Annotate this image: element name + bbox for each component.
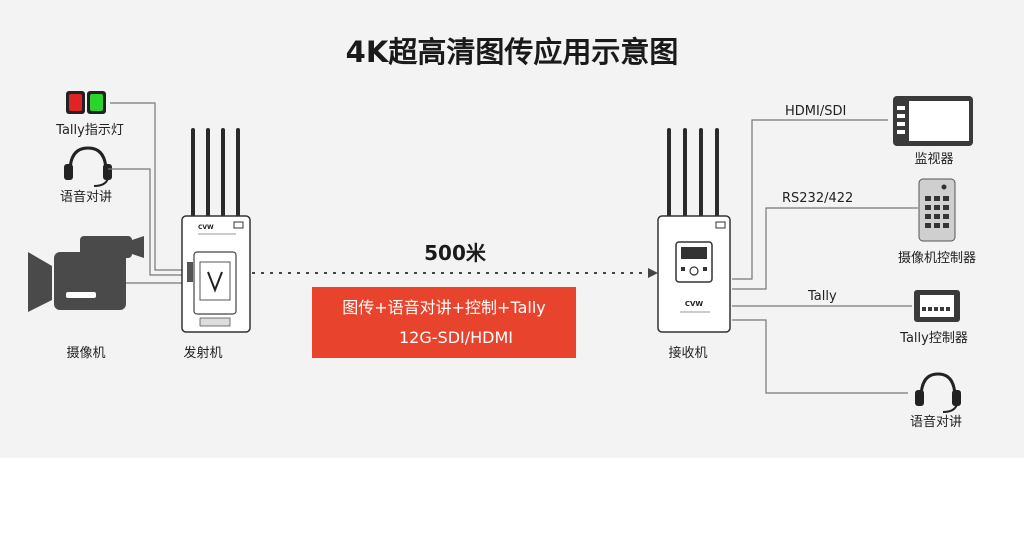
transmitter-logo: CVW: [198, 224, 214, 231]
intercom-label-left: 语音对讲: [60, 189, 112, 205]
receiver-label: 接收机: [668, 345, 707, 361]
right-connector-lines: [732, 119, 918, 394]
transmission-info-box: [312, 287, 576, 358]
distance-label: 500米: [424, 241, 487, 265]
left-connector-lines: [108, 102, 182, 284]
transmission-line-2: 12G-SDI/HDMI: [399, 328, 513, 347]
camera-label: 摄像机: [66, 346, 105, 361]
receiver-device: CVW: [657, 128, 731, 333]
link-tally-label: Tally: [807, 289, 837, 304]
monitor-icon: [893, 96, 973, 146]
tally-controller-icon: [914, 290, 960, 322]
tally-lamp-icon: [66, 91, 106, 114]
tally-controller-label: Tally控制器: [899, 331, 968, 346]
background-panel: [0, 0, 1024, 458]
link-hdmi-label: HDMI/SDI: [785, 104, 846, 119]
headset-icon-right: [915, 372, 961, 413]
tally-lamp-label: Tally指示灯: [55, 123, 124, 138]
receiver-logo: CVW: [685, 300, 704, 308]
wireless-link-arrow: [648, 268, 658, 278]
video-camera-icon: [28, 236, 144, 312]
transmission-line-1: 图传+语音对讲+控制+Tally: [342, 298, 546, 317]
link-rs-label: RS232/422: [782, 191, 853, 206]
headset-icon: [64, 146, 112, 187]
transmitter-label: 发射机: [183, 345, 222, 361]
camera-controller-icon: [918, 178, 956, 242]
intercom-label-right: 语音对讲: [910, 414, 962, 430]
monitor-label: 监视器: [914, 152, 953, 167]
camera-controller-label: 摄像机控制器: [898, 251, 976, 266]
transmitter-device: CVW: [181, 128, 251, 333]
diagram-title: 4K超高清图传应用示意图: [346, 35, 679, 69]
